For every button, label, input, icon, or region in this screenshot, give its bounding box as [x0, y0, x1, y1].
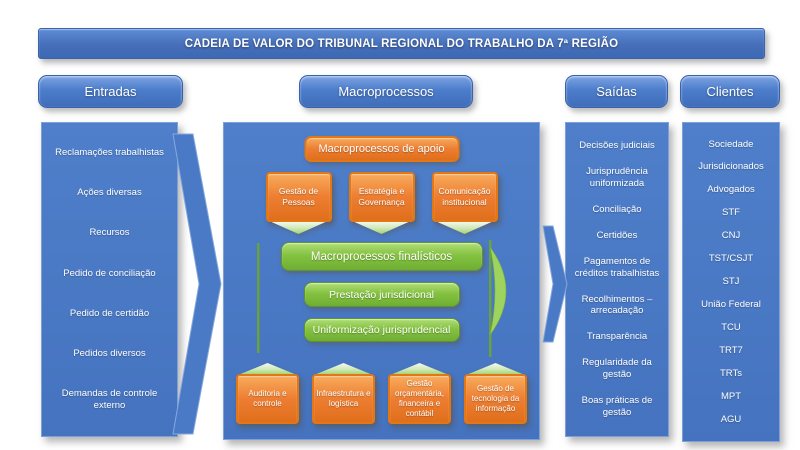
chevron-up-icon	[468, 363, 523, 374]
apoio-box-label: Infraestrutura e logística	[312, 374, 375, 424]
chevron-down-icon	[271, 222, 326, 234]
apoio-box: Gestão orçamentária, financeira e contáb…	[388, 363, 451, 424]
chevron-down-icon	[354, 222, 409, 234]
entrada-item: Recursos	[89, 227, 130, 239]
cliente-item: TCU	[721, 321, 741, 333]
diagram-title-banner: CADEIA DE VALOR DO TRIBUNAL REGIONAL DO …	[38, 28, 765, 59]
saida-item: Decisões judiciais	[579, 140, 655, 152]
saida-item: Conciliação	[592, 203, 642, 215]
arrow-macro-to-saidas	[542, 225, 568, 343]
entrada-item: Ações diversas	[77, 187, 142, 199]
cliente-item: União Federal	[701, 298, 761, 310]
header-clientes: Clientes	[680, 75, 780, 108]
entrada-item: Pedido de conciliação	[63, 267, 156, 279]
chevron-up-icon	[392, 363, 447, 374]
saida-item: Recolhimentos – arrecadação	[581, 293, 653, 317]
apoio-box-label: Estratégia e Governança	[348, 172, 415, 222]
cliente-item: MPT	[720, 390, 742, 402]
apoio-box-label: Gestão de Pessoas	[265, 172, 332, 222]
cliente-item: TRT7	[719, 344, 743, 356]
chevron-up-icon	[240, 363, 295, 374]
cliente-item: STJ	[722, 276, 740, 288]
apoio-inferior-row: Auditoria e controle Infraestrutura e lo…	[224, 363, 539, 424]
apoio-box: Infraestrutura e logística	[312, 363, 375, 424]
apoio-box: Auditoria e controle	[236, 363, 299, 424]
saidas-panel: Decisões judiciais Jurisprudência unifor…	[565, 122, 669, 437]
finalistico-box: Uniformização jurisprudencial	[303, 318, 460, 342]
entradas-panel: Reclamações trabalhistas Ações diversas …	[41, 122, 178, 437]
saida-item: Transparência	[586, 331, 648, 343]
clientes-panel: Sociedade Jurisdicionados Advogados STF …	[682, 122, 780, 442]
macroprocessos-finalisticos-title: Macroprocessos finalísticos	[280, 242, 483, 271]
chevron-down-icon	[437, 222, 492, 234]
apoio-box: Gestão de tecnologia da informação	[464, 363, 527, 424]
entrada-item: Pedido de certidão	[69, 307, 150, 319]
saida-item: Regularidade da gestão	[582, 357, 652, 381]
cliente-item: AGU	[720, 413, 742, 425]
finalistico-box: Prestação jurisdicional	[303, 282, 460, 307]
apoio-box: Gestão de Pessoas	[265, 172, 332, 234]
cliente-item: Jurisdicionados	[698, 161, 764, 173]
cliente-item: CNJ	[721, 230, 741, 242]
saida-item: Boas práticas de gestão	[581, 395, 653, 419]
macroprocessos-apoio-title: Macroprocessos de apoio	[304, 136, 459, 162]
header-macroprocessos: Macroprocessos	[299, 75, 473, 108]
cliente-item: Sociedade	[708, 138, 754, 150]
saida-item: Certidões	[596, 229, 638, 241]
entrada-item: Reclamações trabalhistas	[55, 147, 164, 159]
cliente-item: TRTs	[720, 367, 742, 379]
apoio-superior-row: Gestão de Pessoas Estratégia e Governanç…	[224, 172, 539, 234]
saida-item: Pagamentos de créditos trabalhistas	[574, 255, 660, 279]
macroprocessos-panel: Macroprocessos de apoio Gestão de Pessoa…	[223, 122, 540, 440]
apoio-box-label: Gestão orçamentária, financeira e contáb…	[388, 374, 451, 424]
cliente-item: Advogados	[707, 184, 755, 196]
apoio-box-label: Comunicação institucional	[431, 172, 498, 222]
entrada-item: Pedidos diversos	[73, 347, 146, 359]
cliente-item: TST/CSJT	[708, 253, 754, 265]
header-entradas: Entradas	[38, 75, 183, 108]
entrada-item: Demandas de controle externo	[61, 388, 158, 411]
chevron-up-icon	[316, 363, 371, 374]
header-saidas: Saídas	[565, 75, 668, 108]
saida-item: Jurisprudência uniformizada	[586, 165, 648, 189]
apoio-box-label: Gestão de tecnologia da informação	[464, 374, 527, 424]
arrow-entradas-to-macro	[172, 133, 222, 435]
apoio-box-label: Auditoria e controle	[236, 374, 299, 424]
apoio-box: Estratégia e Governança	[348, 172, 415, 234]
cliente-item: STF	[722, 207, 740, 219]
apoio-box: Comunicação institucional	[431, 172, 498, 234]
